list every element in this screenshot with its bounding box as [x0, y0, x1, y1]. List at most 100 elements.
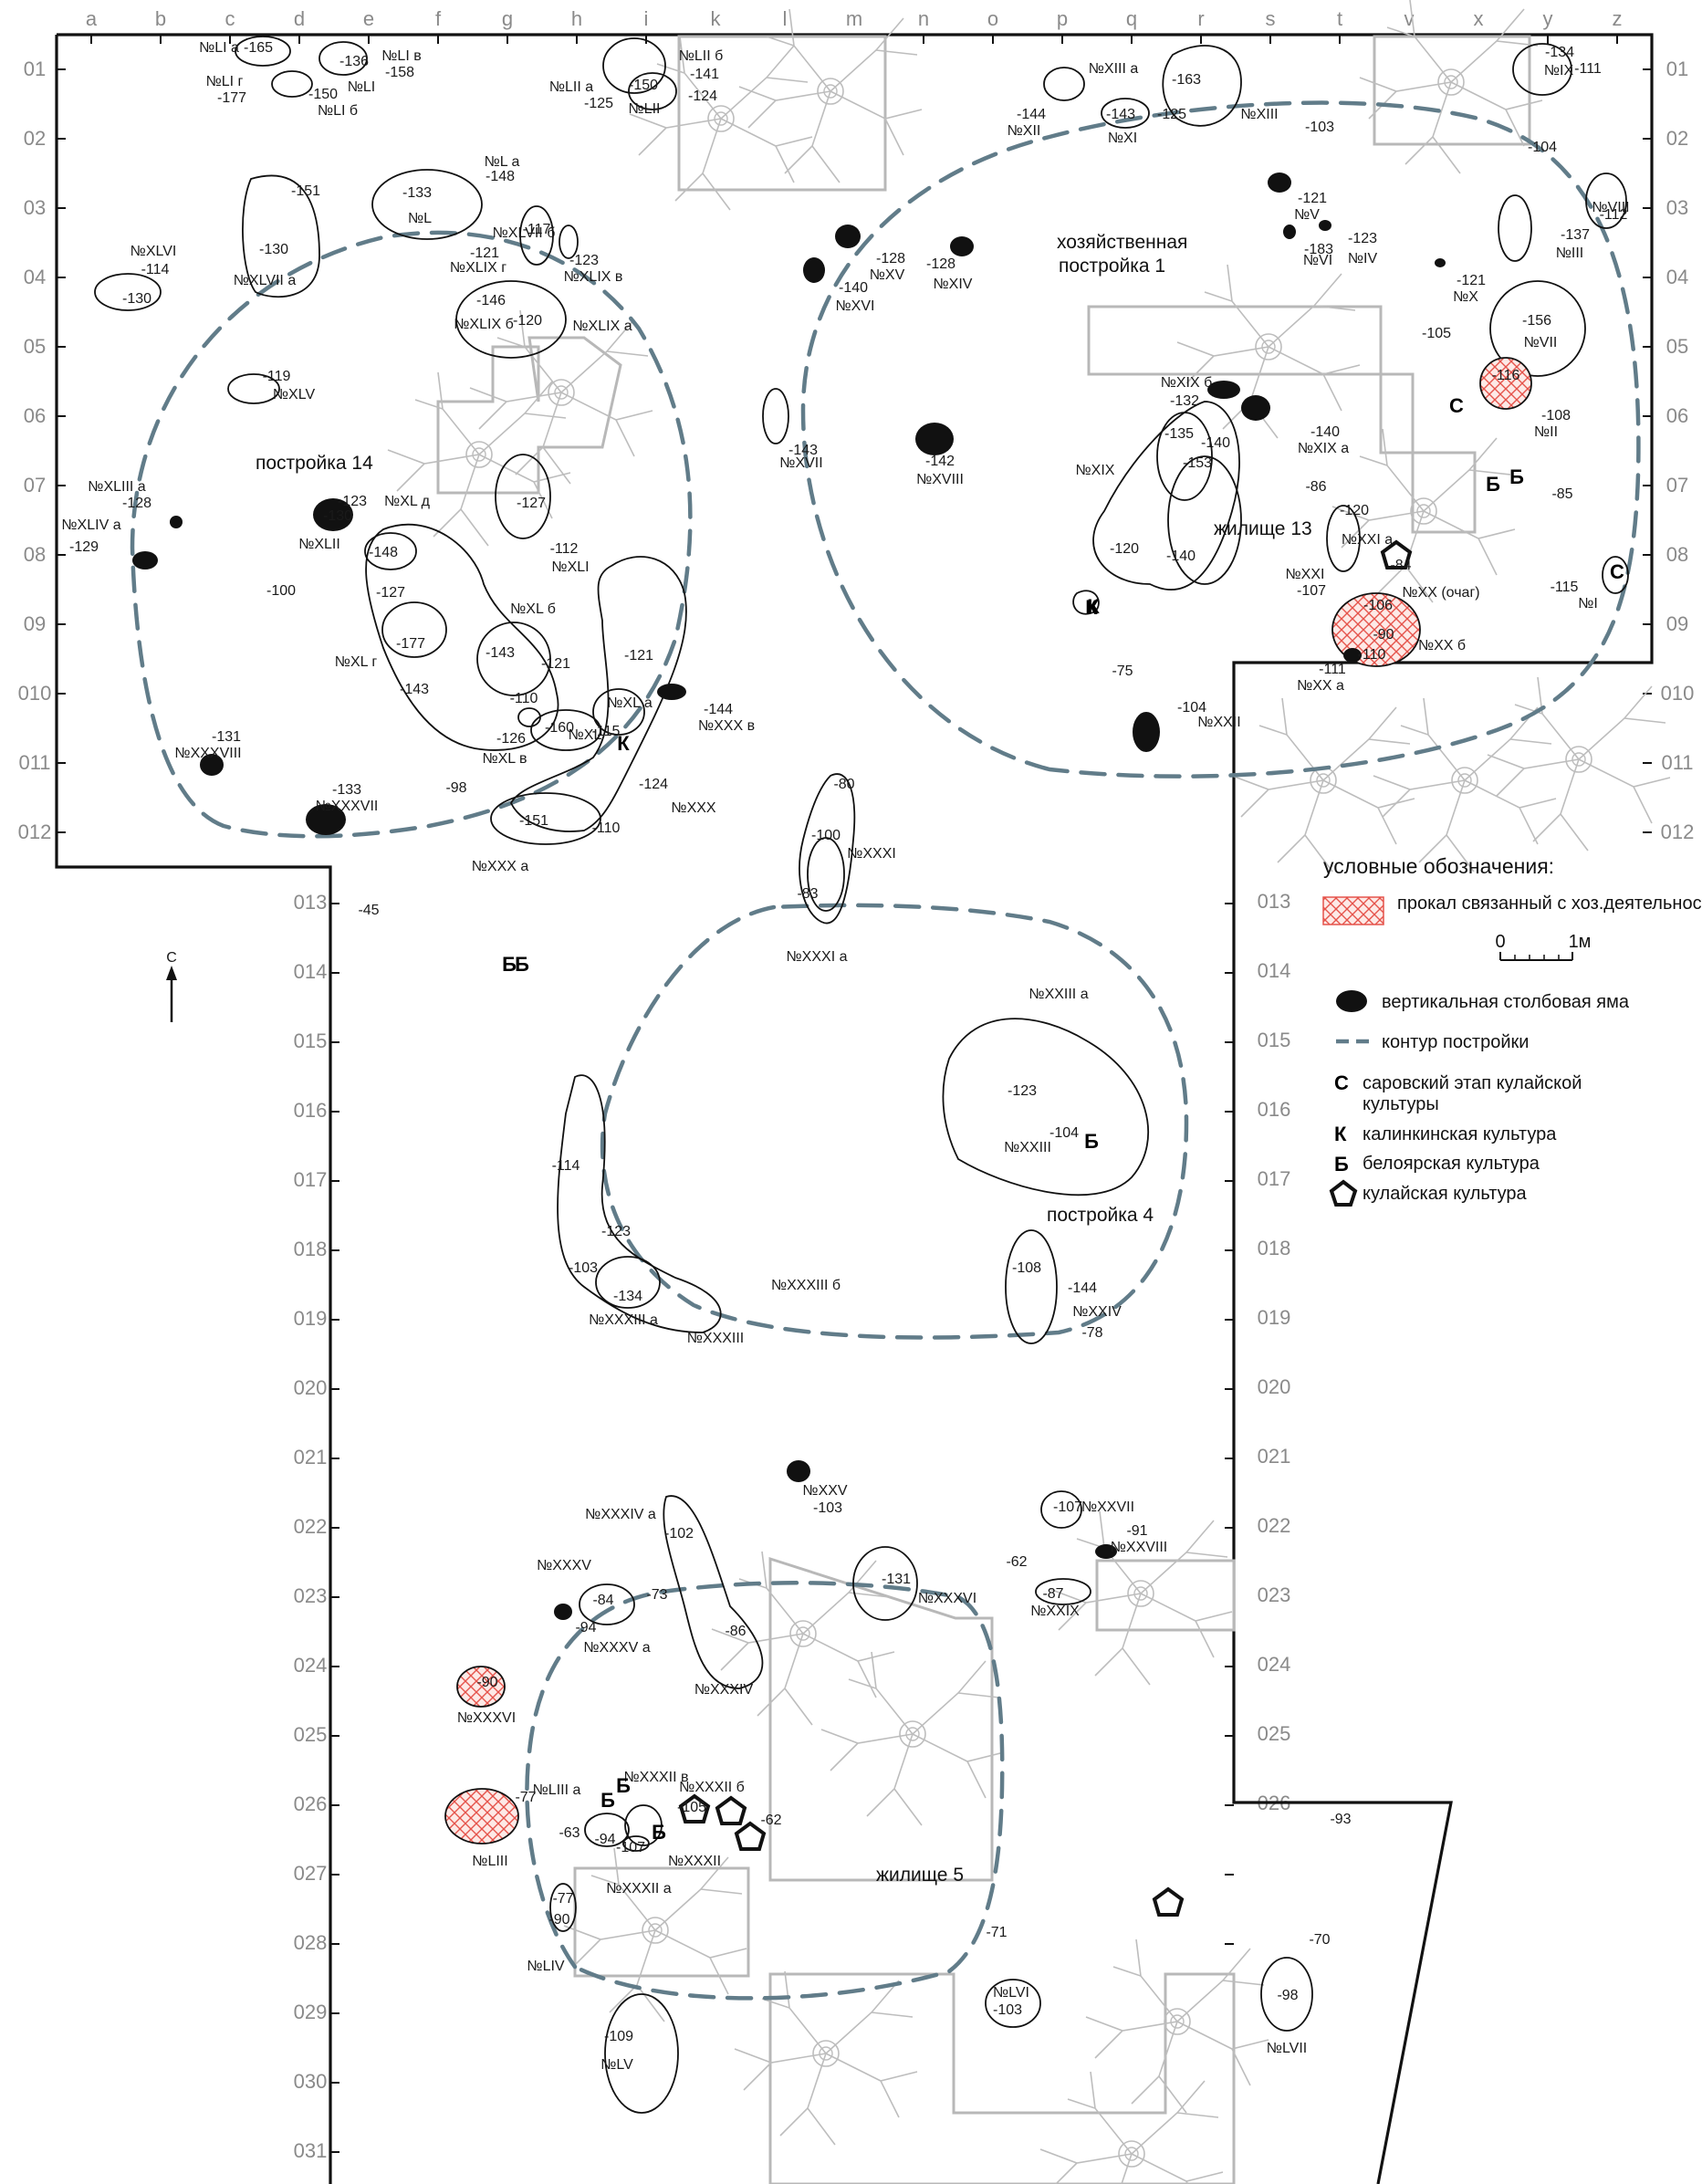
grid-row-label: 012: [1661, 820, 1695, 843]
pit-label: -100: [811, 828, 841, 843]
contour-postroika-1: [800, 100, 1641, 779]
pit-label: №IX: [1544, 63, 1574, 78]
pit-label: №XL: [569, 727, 602, 743]
pit-label: -133: [402, 185, 432, 201]
pit-label: -148: [486, 169, 515, 184]
grid-column-label: n: [918, 7, 929, 30]
north-label: С: [166, 950, 177, 966]
grid-row-labels: 0102030405060708090100110120130140150160…: [18, 57, 1695, 2162]
grid-row-label: 014: [294, 960, 328, 983]
pit-label: №X: [1453, 289, 1478, 305]
grid-row-label: 02: [1666, 127, 1688, 150]
pit-label: -115: [1551, 580, 1579, 595]
grid-column-label: t: [1337, 7, 1342, 30]
grid-row-label: 017: [294, 1168, 328, 1191]
pit-label: №XXXIII а: [589, 1312, 658, 1328]
grid-column-label: h: [571, 7, 582, 30]
pit-label: №XXXV а: [583, 1640, 650, 1656]
grid-row-label: 015: [1258, 1029, 1291, 1051]
pit-label: №XVI: [836, 298, 875, 314]
grid-row-label: 018: [294, 1238, 328, 1260]
grid-column-label: o: [987, 7, 998, 30]
grid-row-label: 013: [294, 891, 328, 914]
grid-row-label: 015: [294, 1029, 328, 1052]
pit-label: -112: [550, 541, 579, 557]
pit-label: -177: [396, 636, 425, 652]
pit-label: -143: [486, 645, 515, 661]
grid-row-label: 018: [1258, 1237, 1291, 1259]
pit-label: -121: [1457, 273, 1486, 288]
pit-label: №XXXIII б: [771, 1278, 841, 1293]
pit-label: №LVI: [993, 1985, 1029, 2001]
pit-label: -134: [613, 1289, 642, 1304]
pit-label: №VII: [1524, 335, 1558, 350]
pit-label: -151: [519, 813, 548, 829]
structure-name: жилище 13: [1214, 518, 1312, 539]
pit-label: -129: [69, 539, 99, 555]
pit-label: №XL в: [482, 751, 527, 767]
grid-column-label: a: [86, 7, 98, 30]
grid-row-label: 012: [18, 820, 52, 843]
pit-label: -137: [1561, 227, 1590, 243]
grid-row-label: 021: [294, 1446, 328, 1468]
grid-column-label: d: [294, 7, 305, 30]
pit-label: -104: [1049, 1125, 1079, 1141]
pit-label: -148: [369, 545, 398, 560]
pit-label: -111: [1574, 61, 1602, 77]
pit-label: №XLVI: [131, 244, 177, 259]
grid-row-label: 023: [1258, 1583, 1291, 1606]
pit-label: №XL д: [384, 494, 431, 509]
pit-label: -153: [1183, 455, 1212, 471]
grid-row-label: 021: [1258, 1445, 1291, 1468]
grid-row-label: 022: [1258, 1514, 1291, 1537]
pit-label: -126: [496, 731, 526, 747]
pit-label: №XXX в: [698, 718, 755, 734]
pit-label: №LVII: [1267, 2041, 1307, 2056]
pit-label: №L а: [485, 154, 520, 170]
pit-label: -163: [1172, 72, 1201, 88]
pit-label: -116: [1492, 368, 1520, 383]
grid-column-label: b: [155, 7, 166, 30]
pit-label: -110: [1358, 647, 1386, 663]
pit-label: -121: [1298, 191, 1327, 206]
grid-row-label: 08: [24, 543, 46, 566]
grid-row-label: 05: [1666, 335, 1688, 358]
grid-column-label: q: [1126, 7, 1137, 30]
pit-label: №I: [1578, 596, 1598, 611]
pit-label: №LII а: [549, 79, 593, 95]
pit-label: -108: [1012, 1260, 1041, 1276]
pit-label: -144: [1068, 1280, 1097, 1296]
grid-row-label: 031: [294, 2139, 328, 2162]
pit-label: №XLV: [273, 387, 316, 402]
pit-label: -130: [122, 291, 151, 307]
scale-one: 1м: [1569, 932, 1592, 952]
grid-row-label: 014: [1258, 959, 1291, 982]
pit-label: №XXX а: [472, 859, 529, 874]
grid-row-label: 01: [1666, 57, 1688, 80]
grid-column-label: m: [846, 7, 862, 30]
pit-label: -86: [1305, 479, 1326, 495]
pit-label: №XXXIII: [687, 1331, 745, 1346]
grid-row-label: 07: [1666, 474, 1688, 496]
culture-mark: С: [1449, 394, 1464, 417]
pit-label: -140: [1201, 435, 1230, 451]
pit-label: №III: [1556, 246, 1584, 261]
pit-label: №LII б: [679, 48, 724, 64]
pit-label: -141: [690, 67, 719, 82]
pit-label: -131: [212, 729, 241, 745]
pit-label: №LI а: [199, 40, 239, 56]
grid-row-label: 010: [18, 682, 52, 705]
contour-postroika-4: [600, 903, 1189, 1340]
grid-column-label: z: [1613, 7, 1623, 30]
pit-label: №XLII: [298, 537, 340, 552]
pit-label: -111: [1319, 662, 1346, 677]
pit-label: -140: [1166, 549, 1196, 564]
pit-label: №XXII: [1197, 715, 1240, 730]
culture-mark: К: [617, 732, 630, 755]
pit-label: №XXXII а: [606, 1881, 672, 1897]
pit-label: №XXXII б: [679, 1780, 745, 1795]
pit-label: №XIII: [1240, 107, 1278, 122]
legend-pentagon-symbol: [1329, 1179, 1358, 1207]
legend-k-text: калинкинская культура: [1363, 1124, 1557, 1144]
